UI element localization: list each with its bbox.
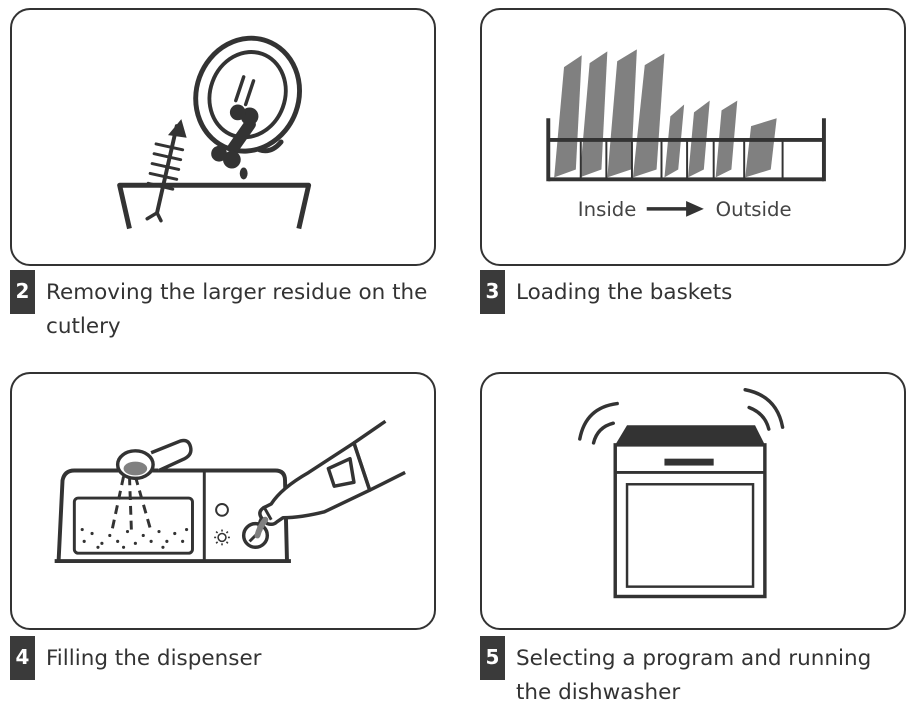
basket-loading-illustration: Inside Outside	[546, 49, 826, 221]
vibration-left-icon	[578, 401, 619, 445]
vibration-right-icon	[743, 388, 785, 431]
arrow-label-outside: Outside	[716, 198, 792, 221]
rinse-aid-bottle-icon	[257, 419, 406, 532]
powder-stream	[110, 475, 153, 532]
dishwasher-icon	[613, 425, 767, 599]
detergent-powder	[80, 527, 189, 549]
dispenser-filling-illustration	[54, 419, 406, 564]
step-description: Loading the baskets	[516, 280, 733, 305]
dispenser-compartment-icon	[54, 468, 291, 564]
step-description: Removing the larger residue on the cutle…	[46, 280, 428, 339]
bone-icon	[211, 104, 284, 180]
rinse-aid-stream	[254, 516, 269, 539]
fish-bone-icon	[145, 119, 187, 223]
step-description: Selecting a program and running the dish…	[516, 646, 872, 705]
detergent-scoop-icon	[115, 438, 193, 481]
step-3-panel: Inside Outside	[480, 8, 906, 266]
rinse-aid-indicator-icon	[214, 529, 230, 546]
residue-removal-illustration	[117, 35, 312, 230]
step-description: Filling the dispenser	[46, 646, 262, 671]
step-number-badge: 2	[10, 270, 35, 314]
step-5-panel	[480, 372, 906, 630]
indicator-light-icon	[215, 502, 229, 517]
step-number-badge: 4	[10, 636, 35, 680]
step-number-badge: 3	[480, 270, 505, 314]
dishwasher-running-illustration	[578, 388, 785, 599]
step-4-panel	[10, 372, 436, 630]
step-2-panel	[10, 8, 436, 266]
arrow-right-icon	[646, 200, 704, 217]
step-number-badge: 5	[480, 636, 505, 680]
plate-icon	[193, 35, 302, 154]
plates-row	[554, 49, 777, 178]
basket-rack-icon	[546, 118, 826, 182]
arrow-label-inside: Inside	[578, 198, 637, 221]
waste-bin-icon	[117, 182, 312, 230]
